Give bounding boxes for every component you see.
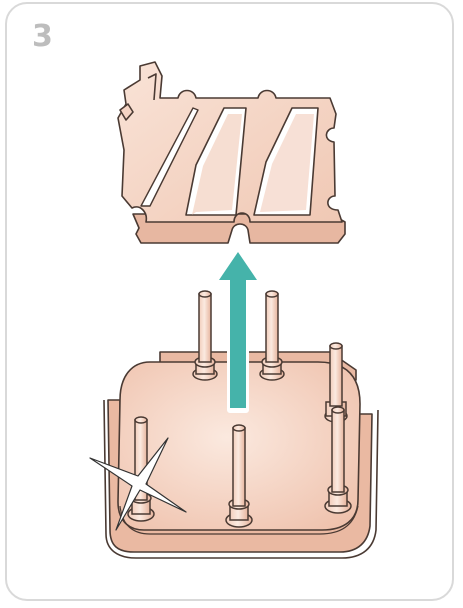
top-cover-plate <box>118 62 345 243</box>
guide-pin-back-right <box>260 291 284 380</box>
guide-pin-back-left <box>193 291 217 380</box>
